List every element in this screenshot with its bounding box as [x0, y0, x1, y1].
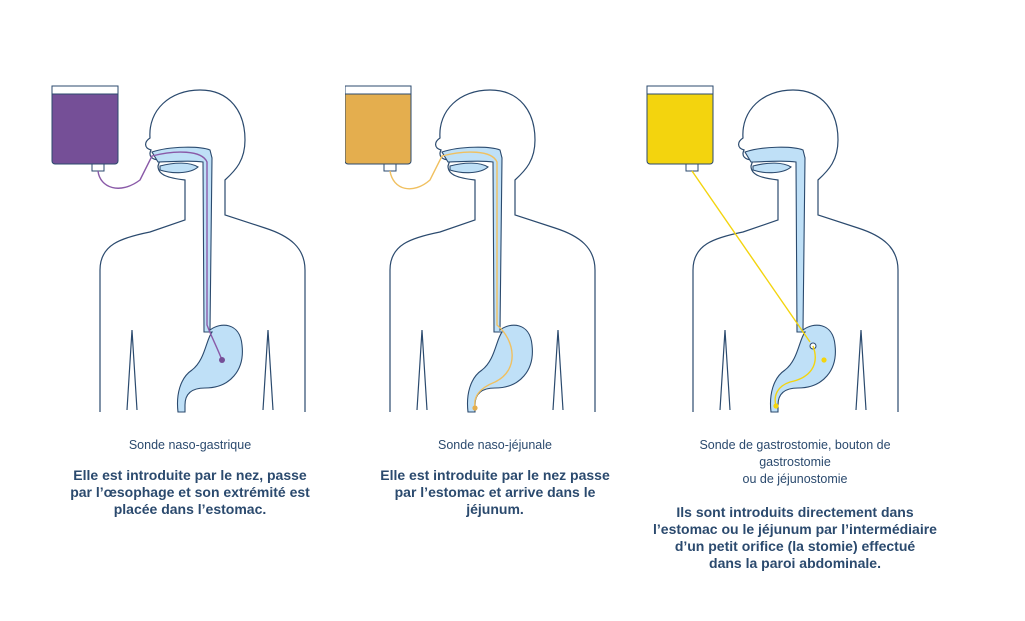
arm-line-right: [855, 329, 867, 411]
feeding-tube: [97, 151, 223, 361]
arm-line-left: [126, 329, 138, 411]
digestive-tract: [744, 146, 836, 413]
panel-description: Elle est introduite par le nez passe par…: [380, 467, 610, 517]
nasojejunal-tube-figure: [345, 85, 596, 413]
panel-gastrostomy: Sonde de gastrostomie, bouton de gastros…: [645, 0, 945, 621]
arm-line-left: [719, 329, 731, 411]
panel-nasojejunal: Sonde naso-jéjunale Elle est introduite …: [345, 0, 645, 621]
feeding-tube-gastric: [691, 170, 811, 343]
body-outline: [99, 89, 306, 412]
feeding-tube-jejunal: [774, 345, 816, 407]
body-outline: [692, 89, 899, 412]
digestive-tract: [151, 146, 243, 413]
panel-description: Elle est introduite par le nez, passe pa…: [70, 467, 310, 517]
nasogastric-tube-figure: [51, 85, 306, 413]
tube-tip-jejunal: [773, 403, 779, 409]
panel-description: Ils sont introduits directement dans l’e…: [653, 504, 937, 571]
feeding-tube: [389, 151, 513, 409]
tongue: [752, 162, 792, 174]
panel-title: Sonde naso-jéjunale: [438, 438, 552, 452]
digestive-tract: [441, 146, 533, 413]
arm-line-right: [552, 329, 564, 411]
tongue: [159, 162, 199, 174]
feeding-bag-orange: [345, 85, 412, 172]
panel-title: Sonde de gastrostomie, bouton de gastros…: [699, 438, 891, 486]
tube-tip: [219, 357, 225, 363]
panel-nasogastric: Sonde naso-gastrique Elle est introduite…: [40, 0, 340, 621]
feeding-bag-yellow: [646, 85, 714, 172]
arm-line-left: [416, 329, 428, 411]
feeding-bag-purple: [51, 85, 119, 172]
arm-line-right: [262, 329, 274, 411]
panel-title: Sonde naso-gastrique: [128, 438, 252, 452]
tube-tip: [472, 405, 478, 411]
body-outline: [389, 89, 596, 412]
tongue: [449, 162, 489, 174]
tube-tip-gastric: [821, 357, 827, 363]
gastrostomy-tube-figure: [646, 85, 899, 413]
